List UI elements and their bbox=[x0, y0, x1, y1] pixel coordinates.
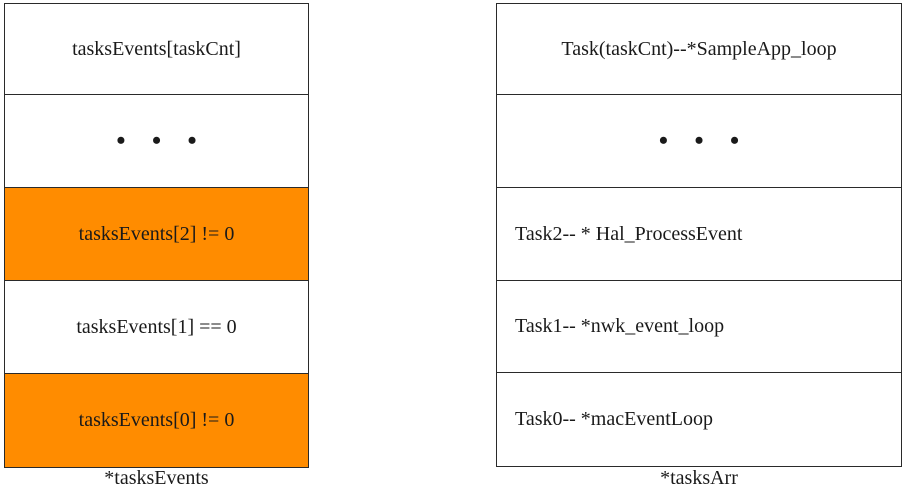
tasks-events-cell-2: tasksEvents[2] != 0 bbox=[5, 188, 308, 281]
tasks-events-header-cell: tasksEvents[taskCnt] bbox=[5, 4, 308, 95]
tasks-events-caption: *tasksEvents bbox=[104, 467, 209, 489]
tasks-events-cell-0-label: tasksEvents[0] != 0 bbox=[78, 409, 235, 431]
tasks-events-cell-1-label: tasksEvents[1] == 0 bbox=[76, 315, 237, 338]
tasks-events-array: tasksEvents[taskCnt] • • • tasksEvents[2… bbox=[4, 3, 309, 468]
tasks-arr-cell-0-label: Task0-- *macEventLoop bbox=[515, 408, 713, 430]
tasks-arr-header-label: Task(taskCnt)--*SampleApp_loop bbox=[561, 37, 837, 60]
tasks-arr-array: Task(taskCnt)--*SampleApp_loop • • • Tas… bbox=[496, 3, 902, 467]
tasks-arr-cell-1: Task1-- *nwk_event_loop bbox=[497, 281, 901, 373]
tasks-arr-cell-0: Task0-- *macEventLoop bbox=[497, 373, 901, 466]
tasks-arr-ellipsis: • • • bbox=[658, 126, 750, 155]
tasks-events-header-label: tasksEvents[taskCnt] bbox=[72, 37, 241, 60]
tasks-events-cell-2-label: tasksEvents[2] != 0 bbox=[78, 222, 235, 245]
tasks-events-ellipsis: • • • bbox=[116, 126, 207, 155]
tasks-arr-cell-1-label: Task1-- *nwk_event_loop bbox=[515, 315, 725, 337]
tasks-events-cell-0: tasksEvents[0] != 0 bbox=[5, 374, 308, 467]
tasks-arr-header-cell: Task(taskCnt)--*SampleApp_loop bbox=[497, 4, 901, 95]
tasks-events-ellipsis-cell: • • • bbox=[5, 95, 308, 188]
tasks-arr-ellipsis-cell: • • • bbox=[497, 95, 901, 188]
tasks-arr-cell-2: Task2-- * Hal_ProcessEvent bbox=[497, 188, 901, 281]
tasks-events-cell-1: tasksEvents[1] == 0 bbox=[5, 281, 308, 374]
tasks-arr-cell-2-label: Task2-- * Hal_ProcessEvent bbox=[515, 222, 743, 245]
tasks-arr-caption: *tasksArr bbox=[660, 467, 738, 489]
